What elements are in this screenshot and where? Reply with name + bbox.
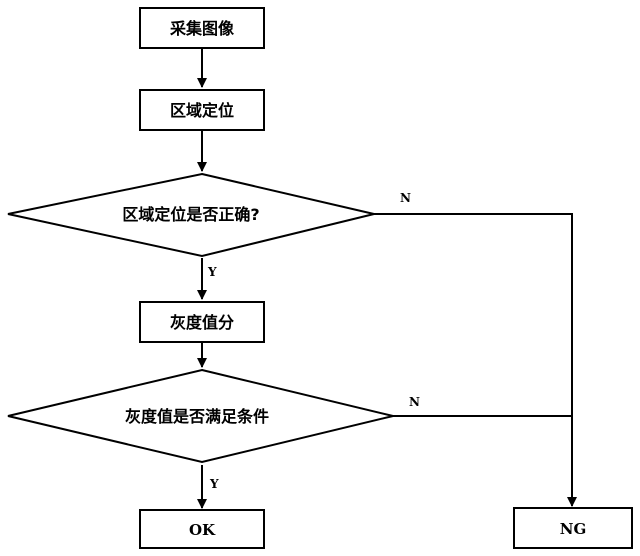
terminal-box [139,509,265,549]
decision-diamond [7,368,394,464]
node-label-ok: OK [189,521,216,539]
node-ng-result: NG [513,507,633,549]
node-gray-check: 灰度值是否满足条件 [7,368,394,464]
terminal-box [513,507,633,549]
edge-label-gray-no: N [409,395,420,409]
node-label-region-locate: 区域定位 [170,101,234,120]
node-gray-score: 灰度值分 [139,301,265,343]
process-box [139,301,265,343]
node-locate-check: 区域定位是否正确? [7,172,375,258]
node-region-locate: 区域定位 [139,89,265,131]
edge-label-locate-yes: Y [207,265,217,279]
node-label-gray-score: 灰度值分 [170,313,234,332]
edge-label-locate-no: N [400,191,411,205]
line-locate-no [374,213,573,416]
process-box [139,89,265,131]
node-label-locate-check: 区域定位是否正确? [122,205,259,224]
node-capture-image: 采集图像 [139,7,265,49]
process-box [139,7,265,49]
node-label-ng: NG [560,520,587,538]
node-label-capture: 采集图像 [169,19,235,38]
node-label-gray-check: 灰度值是否满足条件 [125,407,269,426]
edge-label-gray-yes: Y [209,477,219,491]
node-ok-result: OK [139,509,265,549]
connectors [197,48,577,509]
decision-diamond [7,172,375,258]
